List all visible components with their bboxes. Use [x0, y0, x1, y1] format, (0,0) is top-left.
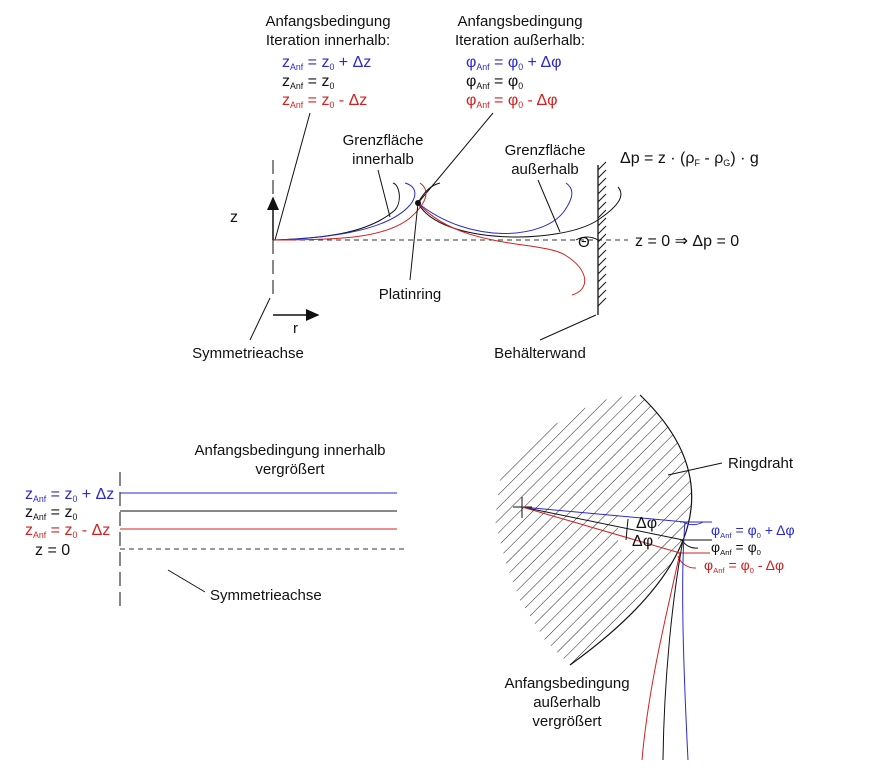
wall-hatch-line — [597, 241, 607, 251]
equation-0: zAnf = z0 + Δz — [282, 54, 371, 72]
delta-phi-upper: Δφ — [636, 515, 657, 532]
wall-hatch-line — [597, 201, 607, 211]
contact-angle-label: Θ — [578, 234, 590, 251]
equation-1: zAnf = z0 — [282, 73, 334, 91]
pressure-equation: Δp = z · (ρF - ρG) · g — [620, 150, 759, 168]
wall-hatch-line — [597, 193, 607, 203]
behaelterwand-label: Behälterwand — [494, 345, 586, 362]
wall-hatch-line — [597, 257, 607, 267]
wall-hatch-line — [597, 289, 607, 299]
behaelterwand-leader — [539, 314, 597, 341]
outer-title-line1: Anfangsbedingung — [457, 13, 582, 30]
zero-equation: z = 0 ⇒ Δp = 0 — [635, 233, 739, 250]
wall-hatch-line — [597, 209, 607, 219]
wall-hatch-line — [597, 265, 607, 275]
equation-0: φAnf = φ0 + Δφ — [466, 54, 562, 72]
outer-leader-line — [417, 112, 494, 204]
outer-interface-black — [417, 182, 622, 238]
platinring-label: Platinring — [379, 286, 442, 303]
outer-title-line2: Iteration außerhalb: — [455, 32, 585, 49]
angle-arc-red — [677, 555, 697, 569]
wall-hatch-line — [597, 297, 607, 307]
br-title-line1: Anfangsbedingung — [504, 675, 629, 692]
equation-2: φAnf = φ0 - Δφ — [704, 557, 784, 575]
inner-title-line1: Anfangsbedingung — [265, 13, 390, 30]
inner-interface-red — [274, 182, 427, 241]
symmetrieachse-label: Symmetrieachse — [192, 345, 304, 362]
radius-black — [521, 506, 684, 541]
equation-1: φAnf = φ0 — [711, 539, 761, 557]
bl-symmetrieachse-leader — [167, 569, 206, 593]
wall-hatch-line — [597, 273, 607, 283]
outer-interface-red — [417, 202, 586, 296]
grenz-outer-line1: Grenzfläche — [505, 142, 586, 159]
radius-blue — [521, 506, 686, 523]
inner-zoom-diagram: Anfangsbedingung innerhalb vergrößert zA… — [25, 442, 407, 608]
grenz-inner-line2: innerhalb — [352, 151, 414, 168]
symmetrieachse-leader — [249, 297, 271, 341]
equation-2: zAnf = z0 - Δz — [25, 522, 110, 540]
wall-hatch-line — [597, 233, 607, 243]
contact-angle-arc — [575, 236, 599, 241]
grenz-inner-line1: Grenzfläche — [343, 132, 424, 149]
angle-arc-blue — [682, 521, 704, 526]
grenz-inner-leader — [377, 169, 391, 218]
ringdraht-leader — [667, 462, 723, 476]
br-title-line3: vergrößert — [532, 713, 602, 730]
equation-2: zAnf = z0 - Δz — [282, 92, 367, 110]
wall-hatch-line — [597, 169, 607, 179]
container-wall — [597, 161, 607, 315]
outer-interface-blue — [417, 182, 573, 234]
delta-phi-lower: Δφ — [632, 533, 653, 550]
bl-title-line1: Anfangsbedingung innerhalb — [195, 442, 386, 459]
equation-1: zAnf = z0 — [25, 504, 77, 522]
wall-hatch-line — [597, 177, 607, 187]
inner-interface-blue — [274, 182, 416, 241]
wall-hatch-line — [597, 249, 607, 259]
grenz-outer-line2: außerhalb — [511, 161, 579, 178]
wall-hatch-line — [597, 225, 607, 235]
outer-curve-red — [641, 552, 681, 761]
inner-leader-line — [274, 112, 311, 241]
outer-curve-blue — [682, 521, 689, 761]
equation-0: zAnf = z0 + Δz — [25, 486, 114, 504]
angle-arc-black — [681, 539, 699, 549]
ringdraht-label: Ringdraht — [728, 455, 794, 472]
bl-title-line2: vergrößert — [255, 461, 325, 478]
r-axis-label: r — [293, 320, 298, 337]
inner-title-line2: Iteration innerhalb: — [266, 32, 390, 49]
wall-hatch-line — [597, 185, 607, 195]
equation-2: φAnf = φ0 - Δφ — [466, 92, 558, 110]
grenz-outer-leader — [537, 179, 561, 233]
delta-phi-bracket — [625, 518, 629, 541]
equation-0: φAnf = φ0 + Δφ — [711, 522, 795, 540]
top-diagram: Anfangsbedingung Iteration innerhalb: An… — [192, 13, 759, 362]
outer-curve-black — [662, 539, 684, 761]
bl-symmetrieachse-label: Symmetrieachse — [210, 587, 322, 604]
equation-1: φAnf = φ0 — [466, 73, 523, 91]
radius-red — [521, 506, 681, 554]
ring-wire-hatch — [495, 395, 692, 665]
ring-wire-surface — [569, 394, 693, 666]
bl-zero-label: z = 0 — [35, 542, 70, 559]
wall-hatch-line — [597, 217, 607, 227]
wall-hatch-line — [597, 161, 607, 171]
wall-hatch-line — [597, 281, 607, 291]
platinring-leader — [409, 202, 419, 281]
br-title-line2: außerhalb — [533, 694, 601, 711]
z-axis-label: z — [230, 209, 238, 226]
